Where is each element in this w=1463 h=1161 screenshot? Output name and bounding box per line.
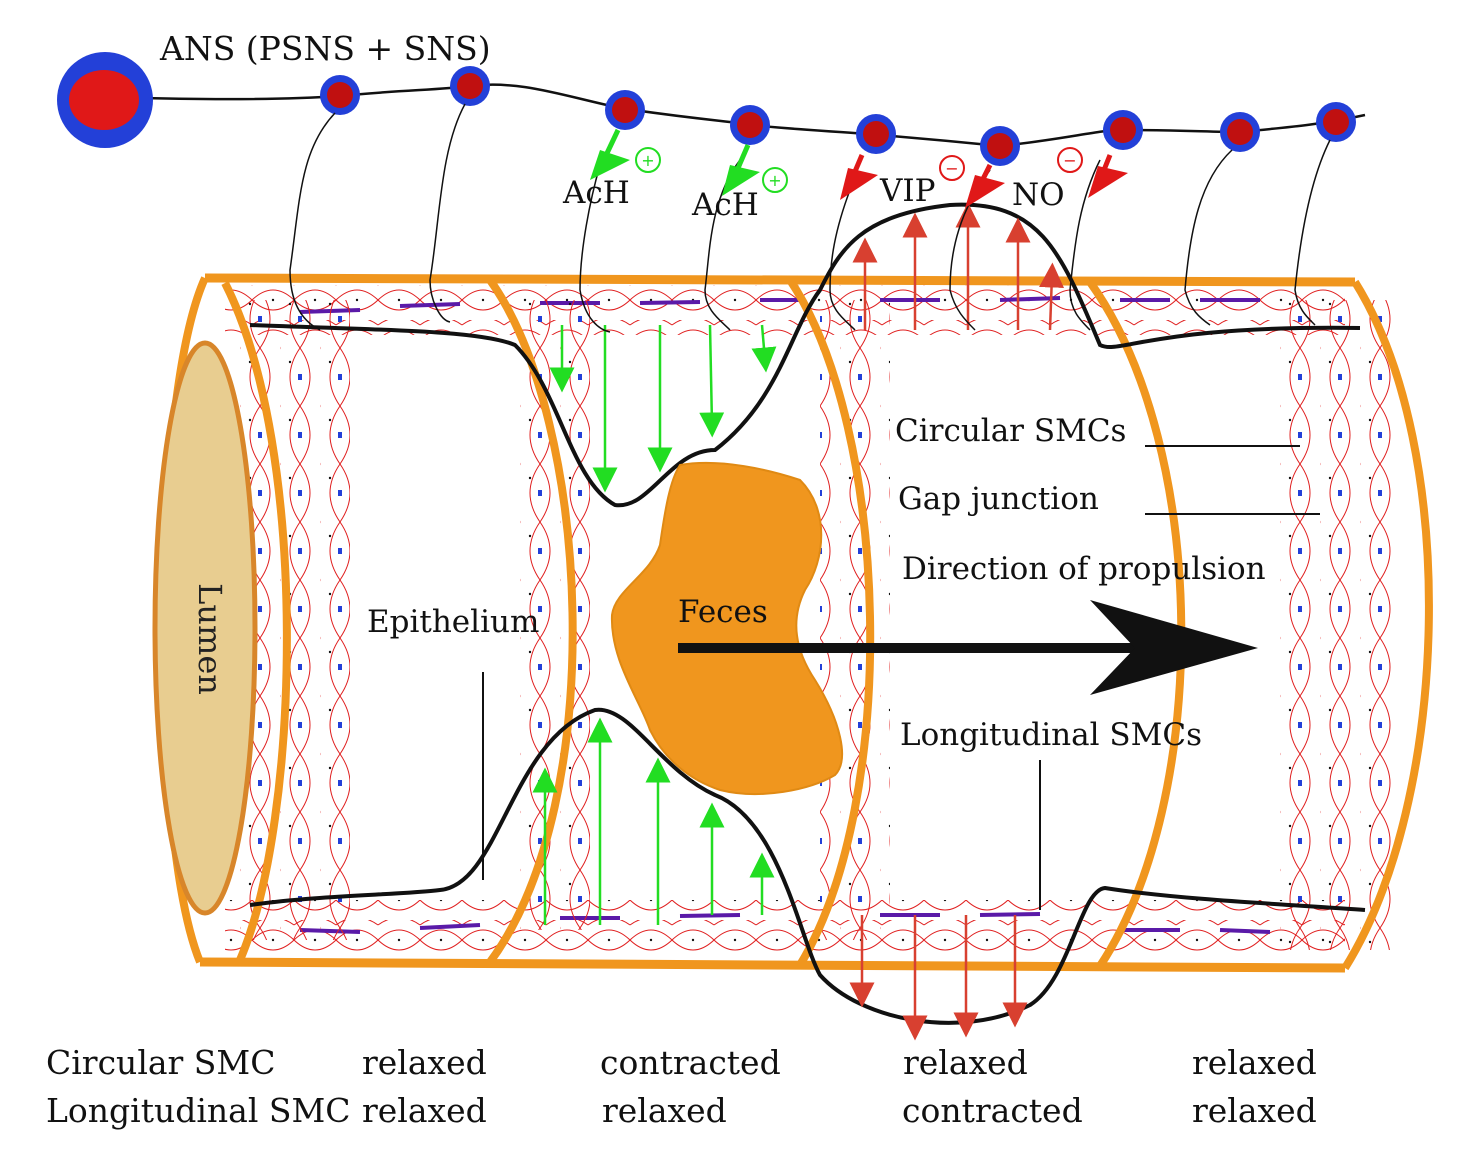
ring-mesh-1 [240, 300, 350, 940]
varicosities [320, 66, 1356, 166]
ach-label-2: AcH [692, 187, 759, 223]
inhibitory-sign-1: − [939, 155, 965, 181]
tube-bottom-edge [199, 957, 1346, 973]
ring-arc-left-inner [221, 281, 291, 962]
colon-tube [152, 273, 1433, 973]
ach-label-1: AcH [563, 175, 630, 211]
vip-release-arrow [840, 154, 878, 200]
seg2-longitudinal-state: relaxed [602, 1091, 727, 1130]
direction-label: Direction of propulsion [902, 551, 1266, 587]
seg1-circular-state: relaxed [362, 1043, 487, 1082]
nerve-terminals [289, 103, 1331, 333]
seg4-longitudinal-state: relaxed [1192, 1091, 1317, 1130]
seg3-circular-state: relaxed [903, 1043, 1028, 1082]
inhibitory-sign-2: − [1057, 147, 1083, 173]
ring-arc-2 [486, 277, 577, 965]
seg4-circular-state: relaxed [1192, 1043, 1317, 1082]
no-label: NO [1012, 177, 1065, 213]
epithelium-label: Epithelium [367, 604, 540, 640]
no-release-arrow-1 [965, 163, 1005, 208]
propulsion-arrow [678, 600, 1258, 695]
no-release-arrow-2 [1088, 154, 1128, 198]
circular-contraction-arrows [532, 324, 777, 925]
leader-lines [482, 445, 1320, 910]
ring-mesh-4 [1280, 300, 1400, 950]
svg-text:+: + [768, 171, 781, 190]
longitudinal-contraction-arrows [849, 202, 1065, 1041]
ring-arc-3 [786, 277, 875, 968]
ring-mesh-2 [520, 300, 590, 930]
vip-label: VIP [880, 173, 936, 209]
tube-top-edge [204, 273, 1356, 287]
ring-arc-right [1341, 279, 1433, 971]
ach-release-arrow-1 [590, 128, 630, 180]
row-label-circular: Circular SMC [46, 1043, 276, 1082]
ring-arc-4 [1086, 279, 1186, 969]
svg-text:−: − [945, 159, 958, 178]
lumen-label: Lumen [191, 583, 229, 695]
feces-label: Feces [678, 594, 768, 630]
row-label-longitudinal: Longitudinal SMC [46, 1091, 351, 1130]
excitatory-sign-2: + [762, 167, 788, 193]
ans-label: ANS (PSNS + SNS) [160, 29, 491, 68]
gap-junction-label: Gap junction [898, 481, 1099, 517]
neuron-cell-body [57, 52, 153, 148]
feces [610, 461, 843, 795]
epithelium-bottom-profile [249, 707, 1366, 1025]
seg3-longitudinal-state: contracted [902, 1091, 1083, 1130]
longitudinal-smcs-label: Longitudinal SMCs [900, 717, 1202, 753]
bottom-muscle-layer [225, 900, 1345, 955]
epithelium-top-profile [249, 202, 1361, 508]
svg-text:+: + [641, 151, 654, 170]
excitatory-sign-1: + [635, 147, 661, 173]
circular-smcs-label: Circular SMCs [895, 413, 1127, 449]
ans-nerve-fiber [104, 83, 1366, 148]
seg2-circular-state: contracted [600, 1043, 781, 1082]
svg-text:−: − [1063, 151, 1076, 170]
top-muscle-layer [225, 285, 1345, 335]
lumen [152, 340, 258, 916]
seg1-longitudinal-state: relaxed [362, 1091, 487, 1130]
ach-release-arrow-2 [722, 144, 760, 196]
ring-mesh-3 [820, 300, 890, 940]
